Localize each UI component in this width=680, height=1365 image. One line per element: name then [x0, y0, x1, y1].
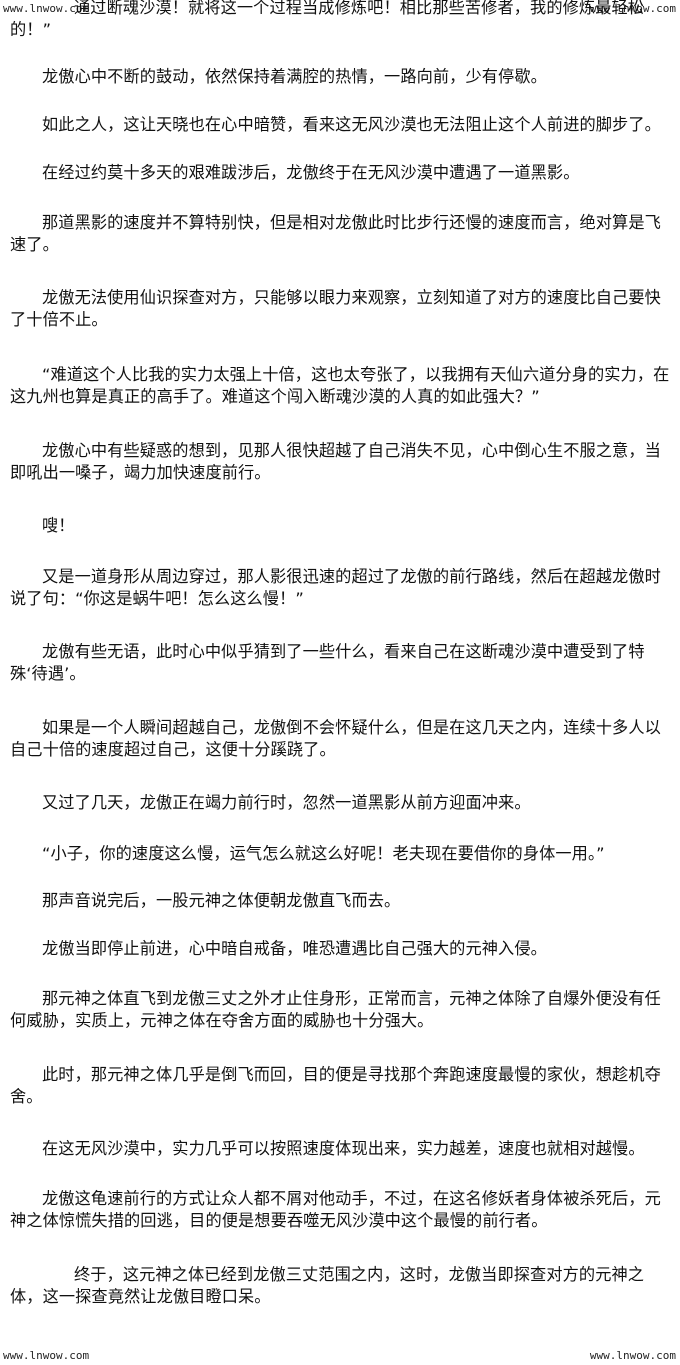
paragraph-9: 嗖！: [42, 516, 75, 535]
paragraph-21: 终于，这元神之体已经到龙傲三丈范围之内，这时，龙傲当即探查对方的元神之体，这一探…: [10, 1265, 645, 1306]
paragraph-17: 那元神之体直飞到龙傲三丈之外才止住身形，正常而言，元神之体除了自爆外便没有任何威…: [10, 989, 661, 1030]
paragraph-18: 此时，那元神之体几乎是倒飞而回，目的便是寻找那个奔跑速度最慢的家伙，想趁机夺舍。: [10, 1065, 661, 1106]
paragraph-16: 龙傲当即停止前进，心中暗自戒备，唯恐遭遇比自己强大的元神入侵。: [42, 939, 547, 958]
paragraph-12: 如果是一个人瞬间超越自己，龙傲倒不会怀疑什么，但是在这几天之内，连续十多人以自己…: [10, 718, 661, 759]
paragraph-20: 龙傲这龟速前行的方式让众人都不屑对他动手，不过，在这名修妖者身体被杀死后，元神之…: [10, 1189, 661, 1230]
paragraph-7: “难道这个人比我的实力太强上十倍，这也太夸张了，以我拥有天仙六道分身的实力，在这…: [10, 365, 670, 406]
paragraph-1: 通过断魂沙漠！就将这一个过程当成修炼吧！相比那些苦修者，我的修炼最轻松的！”: [10, 0, 645, 39]
paragraph-2: 龙傲心中不断的鼓动，依然保持着满腔的热情，一路向前，少有停歇。: [42, 67, 547, 86]
watermark-top-left: www.lnwow.com: [3, 2, 90, 15]
paragraph-3: 如此之人，这让天晓也在心中暗赞，看来这无风沙漠也无法阻止这个人前进的脚步了。: [42, 115, 661, 134]
paragraph-5: 那道黑影的速度并不算特别快，但是相对龙傲此时比步行还慢的速度而言，绝对算是飞速了…: [10, 213, 661, 254]
paragraph-8: 龙傲心中有些疑惑的想到，见那人很快超越了自己消失不见，心中倒心生不服之意，当即吼…: [10, 441, 661, 482]
paragraph-19: 在这无风沙漠中，实力几乎可以按照速度体现出来，实力越差，速度也就相对越慢。: [42, 1139, 645, 1158]
paragraph-11: 龙傲有些无语，此时心中似乎猜到了一些什么，看来自己在这断魂沙漠中遭受到了特殊‘待…: [10, 642, 645, 683]
paragraph-6: 龙傲无法使用仙识探查对方，只能够以眼力来观察，立刻知道了对方的速度比自己要快了十…: [10, 288, 661, 329]
watermark-top-right: www.lnwow.com: [589, 2, 676, 15]
paragraph-13: 又过了几天，龙傲正在竭力前行时，忽然一道黑影从前方迎面冲来。: [42, 793, 531, 812]
paragraph-14: “小子，你的速度这么慢，运气怎么就这么好呢！老夫现在要借你的身体一用。”: [42, 844, 605, 863]
paragraph-15: 那声音说完后，一股元神之体便朝龙傲直飞而去。: [42, 891, 401, 910]
watermark-bottom-right: www.lnwow.com: [589, 1349, 676, 1362]
watermark-bottom-left: www.lnwow.com: [3, 1349, 90, 1362]
paragraph-4: 在经过约莫十多天的艰难跋涉后，龙傲终于在无风沙漠中遭遇了一道黑影。: [42, 163, 580, 182]
paragraph-10: 又是一道身形从周边穿过，那人影很迅速的超过了龙傲的前行路线，然后在超越龙傲时说了…: [10, 567, 661, 608]
